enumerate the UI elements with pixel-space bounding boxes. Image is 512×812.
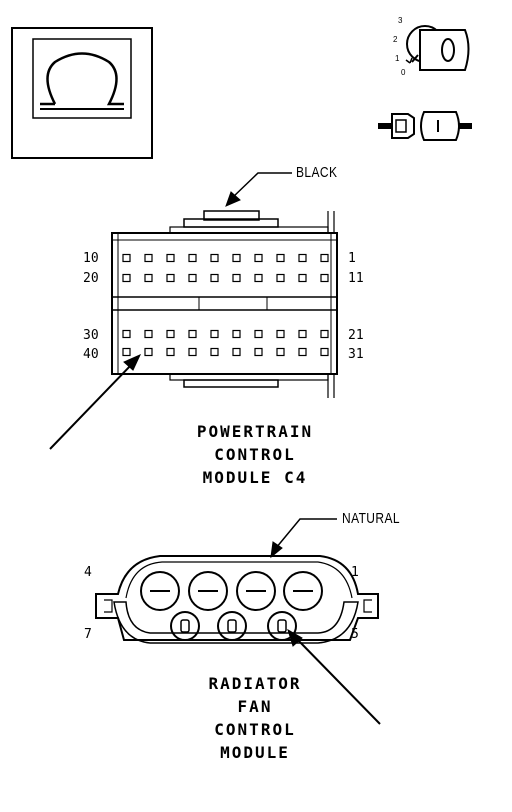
fan-top-cavity [236,571,276,611]
pcm-pin-cavity [232,329,241,339]
fan-bottom-cavity [267,611,297,641]
fan-pin-label-4: 4 [84,565,92,580]
pcm-title-line-3: MODULE C4 [202,468,308,487]
ignition-off-icon [405,25,470,71]
ignition-position-2: 2 [393,35,398,44]
pcm-pin-cavity [166,273,175,283]
fan-top-cavity [188,571,228,611]
pcm-pin-cavity [122,347,131,357]
pcm-pin-cavity [166,253,175,263]
fan-bottom-cavity [217,611,247,641]
pcm-pin-cavity [298,329,307,339]
pcm-pin-cavity [254,253,263,263]
disconnect-connector-icon [378,111,472,141]
pcm-probe-arrow [49,354,142,450]
ignition-position-3: 3 [398,16,403,25]
pcm-title-line-2: CONTROL [214,445,296,464]
pcm-pin-cavity [276,329,285,339]
pcm-pin-cavity [210,253,219,263]
pcm-pin-label-1: 1 [348,251,356,266]
ignition-position-1: 1 [395,54,400,63]
pcm-pin-cavity [122,329,131,339]
pcm-pin-cavity [276,347,285,357]
fan-pin-label-5: 5 [351,627,359,642]
fan-pin-label-1: 1 [351,565,359,580]
pcm-pin-cavity [254,329,263,339]
fan-bottom-cavity [170,611,200,641]
fan-bottom-cavities [170,611,297,641]
pcm-pin-cavity [122,253,131,263]
pcm-pin-cavity [188,347,197,357]
pcm-pin-cavity [298,273,307,283]
pcm-pin-cavity [276,253,285,263]
fan-top-cavities [140,571,323,611]
fan-title-line-1: RADIATOR [208,674,302,693]
natural-callout-leader [270,518,337,559]
pcm-pin-cavity [232,253,241,263]
fan-top-cavity [283,571,323,611]
pcm-pin-cavity [298,253,307,263]
fan-module-connector [95,555,379,644]
ohm-meter-icon [11,27,153,159]
pcm-pin-cavity [254,347,263,357]
pcm-pin-grid [122,253,329,357]
pcm-pin-label-30: 30 [83,328,99,343]
fan-title-line-4: MODULE [220,743,290,762]
pcm-pin-cavity [166,347,175,357]
pcm-pin-label-11: 11 [348,271,364,286]
fan-top-cavity [140,571,180,611]
pcm-pin-cavity [188,273,197,283]
fan-pin-label-7: 7 [84,627,92,642]
pcm-pin-cavity [232,347,241,357]
fan-title-line-2: FAN [237,697,273,716]
pcm-pin-cavity [320,253,329,263]
pcm-pin-cavity [210,347,219,357]
pcm-pin-label-31: 31 [348,347,364,362]
pcm-pin-cavity [320,329,329,339]
pcm-pin-label-20: 20 [83,271,99,286]
pcm-pin-label-21: 21 [348,328,364,343]
pcm-title: POWERTRAIN CONTROL MODULE C4 [140,420,370,489]
pcm-pin-cavity [210,329,219,339]
pcm-pin-cavity [166,329,175,339]
pcm-pin-label-40: 40 [83,347,99,362]
pcm-c4-connector [111,210,338,398]
pcm-pin-cavity [210,273,219,283]
natural-color-label: NATURAL [342,510,400,527]
pcm-pin-cavity [254,273,263,283]
pcm-pin-cavity [144,253,153,263]
pcm-pin-cavity [276,273,285,283]
fan-title-line-3: CONTROL [214,720,296,739]
pcm-pin-cavity [188,329,197,339]
pcm-pin-cavity [298,347,307,357]
pcm-pin-cavity [188,253,197,263]
pcm-pin-cavity [320,347,329,357]
pcm-pin-cavity [232,273,241,283]
pcm-pin-label-10: 10 [83,251,99,266]
pcm-pin-cavity [144,329,153,339]
fan-module-title: RADIATOR FAN CONTROL MODULE [140,672,370,764]
pcm-title-line-1: POWERTRAIN [196,422,314,441]
pcm-pin-cavity [122,273,131,283]
fan-probe-arrow [287,628,381,725]
black-callout-leader [225,172,292,207]
pcm-pin-cavity [144,347,153,357]
pcm-pin-cavity [144,273,153,283]
pcm-pin-cavity [320,273,329,283]
black-color-label: BLACK [296,164,338,181]
ignition-position-0: 0 [401,68,406,77]
